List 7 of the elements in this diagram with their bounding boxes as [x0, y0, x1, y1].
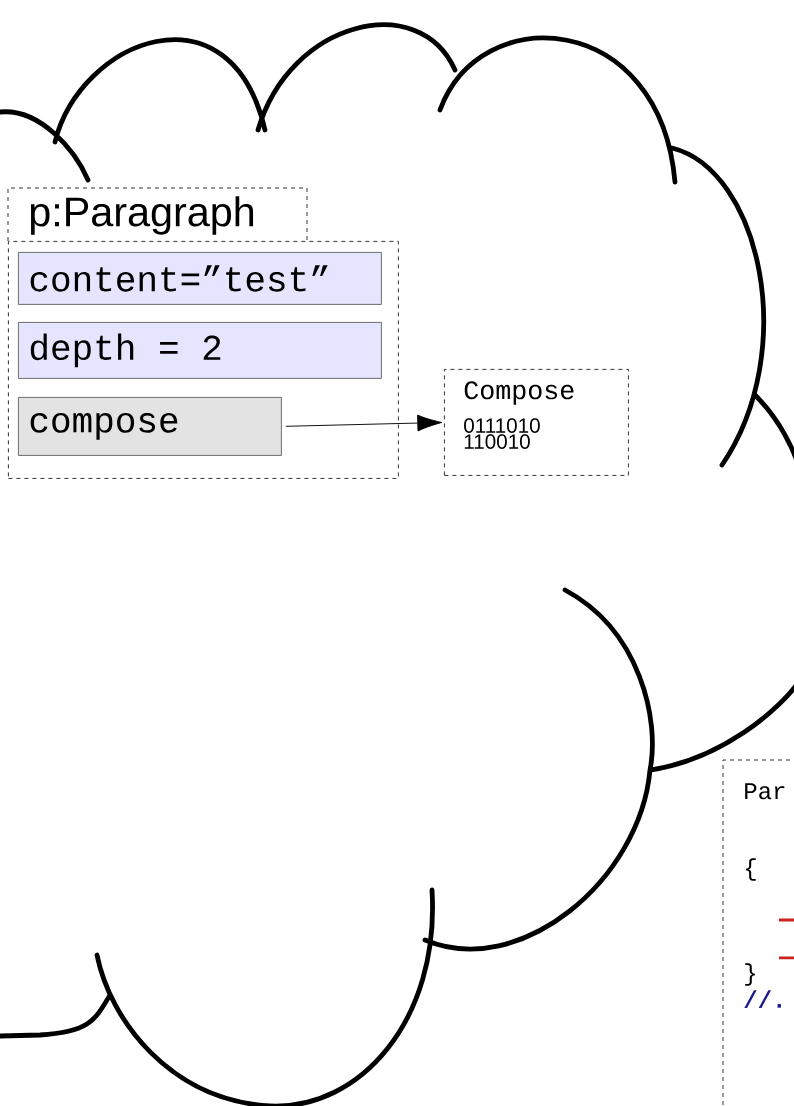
- field-box: content=”test”: [18, 252, 382, 305]
- node-label: p:Paragraph: [30, 196, 254, 235]
- code-box: Par { } //.: [722, 759, 794, 1106]
- result-box: Compose 0111010 110010: [444, 369, 629, 476]
- field-box: compose: [18, 397, 282, 456]
- arrow: [285, 414, 443, 432]
- field-box: depth = 2: [18, 322, 382, 379]
